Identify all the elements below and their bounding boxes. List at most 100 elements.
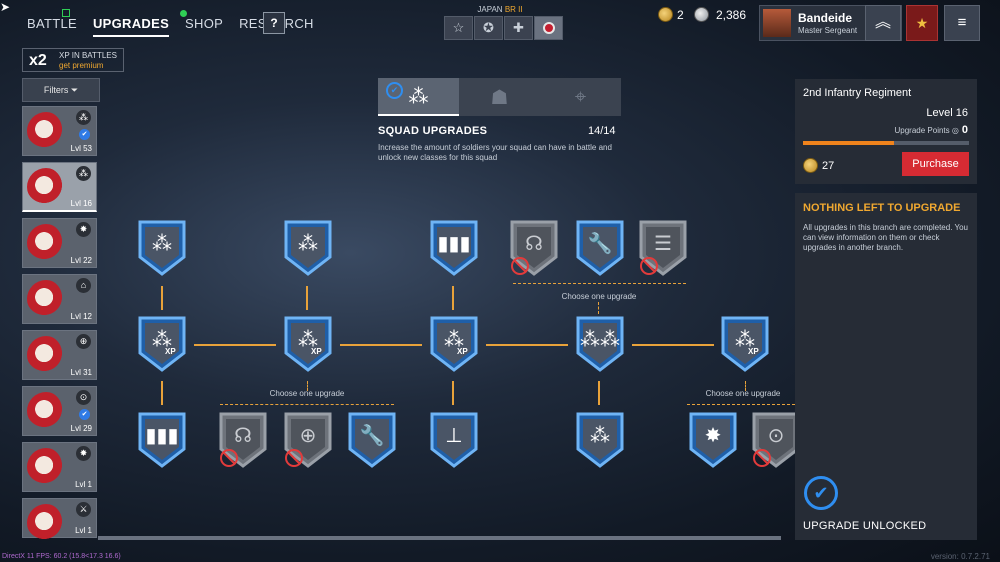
upgrade-node[interactable]: ⁂XP [283,315,333,373]
regiment-level: Level 16 [926,107,968,119]
shield-icon [138,412,186,468]
upgrade-node[interactable]: ⁂⁂ [575,315,625,373]
upgrade-branch-tabs: ✔⁂ ☗ ⌖ [378,78,621,116]
squad-emblem-icon [27,336,65,374]
upgrade-node[interactable]: ⊥ [429,411,479,469]
squad-soldiers-icon: ⁂ [590,425,610,447]
upgrade-node[interactable]: ✸ [688,411,738,469]
squad-soldiers-icon: ⁂ [298,233,318,255]
squad-card[interactable]: ✸Lvl 1 [22,442,97,492]
upgrade-status-panel: NOTHING LEFT TO UPGRADE All upgrades in … [795,193,977,540]
squad-level: Lvl 29 [70,424,92,433]
upgrade-node[interactable]: 🔧 [575,219,625,277]
record-mode-icon[interactable] [534,16,563,40]
squad-card[interactable]: ✸ Lvl 22 [22,218,97,268]
star-outline-icon[interactable]: ☆ [444,16,473,40]
shop-notification-icon [180,10,187,17]
connector [306,286,308,310]
upgrade-node-locked[interactable]: ☰ [638,219,688,277]
squad-card[interactable]: ⁂✔Lvl 53 [22,106,97,156]
connector [161,286,163,310]
squad-level: Lvl 22 [70,256,92,265]
explosion-icon: ✸ [76,446,91,461]
xp-icon: XP [165,347,176,356]
squad-card[interactable]: ⁂Lvl 16 [22,162,97,212]
squad-level: Lvl 31 [70,368,92,377]
shield-icon [576,220,624,276]
upgrade-node[interactable]: ⁂ [283,219,333,277]
explosion-icon: ✸ [76,222,91,237]
squad-level: Lvl 53 [70,144,92,153]
price-value: 27 [822,159,835,172]
xp-soldiers-icon: ⁂ [735,329,755,351]
check-icon: ✔ [386,82,403,99]
get-premium-link[interactable]: get premium [59,61,104,70]
nation-name: JAPAN [477,5,503,14]
crosshair-icon: ⊙ [767,425,785,447]
squad-emblem-icon [27,224,65,262]
filters-button[interactable]: Filters ⏷ [22,78,100,102]
upgrade-node-locked[interactable]: ☊ [509,219,559,277]
upgrade-node[interactable]: ⁂XP [720,315,770,373]
shield-icon [284,316,332,372]
upgrade-node[interactable]: ▮▮▮ [429,219,479,277]
upgrade-points-label: Upgrade Points [894,126,950,135]
explosion-icon: ✸ [704,425,722,447]
squad-card[interactable]: ⌂Lvl 12 [22,274,97,324]
gold-coin-icon [803,158,818,173]
star-emblem-icon[interactable]: ★ [906,5,938,41]
filters-label: Filters [43,85,69,95]
perf-overlay: DirectX 11 FPS: 60.2 (15.8<17.3 16.6) [2,553,121,560]
check-circle-icon: ✔ [804,476,838,510]
connector [598,381,600,405]
squad-emblem-icon [27,504,65,542]
wrench-icon: 🔧 [587,233,613,255]
upgrade-node-locked[interactable]: ⊕ [283,411,333,469]
upgrade-node[interactable]: ⁂ [575,411,625,469]
upgrade-node[interactable]: 🔧 [347,411,397,469]
tab-upgrades[interactable]: UPGRADES [92,16,170,37]
tab-shop[interactable]: SHOP [185,16,224,31]
level-progress-bar [803,141,969,145]
medic-cross-icon[interactable]: ✚ [504,16,533,40]
connector [161,381,163,405]
help-button[interactable]: ? [263,12,285,34]
choose-one-label: Choose one upgrade [561,292,637,301]
shield-icon [721,316,769,372]
level-progress-fill [803,141,895,145]
upgrade-node[interactable]: ⁂ [137,219,187,277]
squad-icon: ⁂ [408,85,429,108]
upgrade-node-locked[interactable]: ☊ [218,411,268,469]
squad-card[interactable]: ⊕Lvl 31 [22,330,97,380]
star-filled-icon[interactable]: ✪ [474,16,503,40]
menu-button[interactable]: ≡ [944,5,980,41]
tab-soldier-upgrades[interactable]: ☗ [459,78,540,116]
horizontal-scrollbar[interactable] [98,536,781,540]
squad-emblem-icon [27,112,65,150]
squad-card[interactable]: ⊙✔Lvl 29 [22,386,97,436]
upgrade-points-value: 0 [961,124,968,136]
purchase-button[interactable]: Purchase [902,152,969,176]
bayonet-icon: ⚔ [76,502,91,517]
upgrade-node[interactable]: ⁂XP [137,315,187,373]
tab-squad-upgrades[interactable]: ✔⁂ [378,78,459,116]
tab-weapon-upgrades[interactable]: ⌖ [540,78,621,116]
upgrade-node[interactable]: ⁂XP [429,315,479,373]
connector [632,344,714,346]
squad-card[interactable]: ⚔Lvl 1 [22,498,97,542]
rank-chevron-icon[interactable]: ︽ [865,5,901,41]
blocked-icon [285,449,303,467]
upgrade-node[interactable]: ▮▮▮ [137,411,187,469]
upgrade-node-locked[interactable]: ⊙ [751,411,801,469]
squad-level: Lvl 12 [70,312,92,321]
xp-label-text: XP IN BATTLES [59,51,117,60]
xp-soldiers-icon: ⁂ [444,329,464,351]
squad-emblem-icon [27,392,65,430]
squad-soldiers-icon: ⁂ [76,110,91,125]
shield-icon [430,412,478,468]
squad-level: Lvl 16 [70,199,92,208]
connector [340,344,422,346]
choice-divider [220,404,394,405]
tab-battle[interactable]: BATTLE [27,16,77,31]
